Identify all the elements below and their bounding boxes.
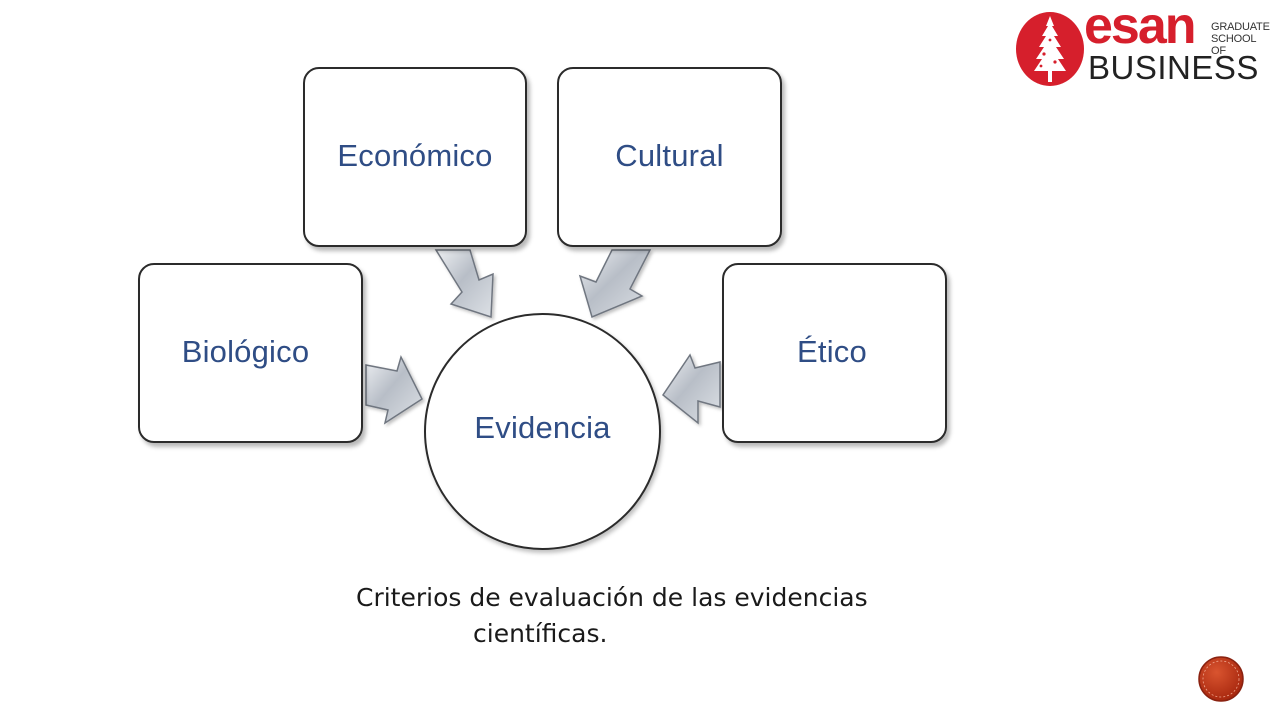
node-label-economico: Económico	[337, 138, 493, 173]
node-label-biologico: Biológico	[181, 334, 310, 369]
arrow-economico	[434, 249, 494, 319]
arrow-biologico	[365, 354, 423, 425]
center-node-label: Evidencia	[474, 409, 611, 445]
caption-line-1: Criterios de evaluación de las evidencia…	[356, 583, 868, 612]
node-biologico: Biológico	[138, 263, 363, 443]
arrow-etico	[661, 353, 721, 425]
tree-emblem-icon	[1016, 12, 1084, 86]
logo-tagline-line-2: SCHOOL OF	[1211, 33, 1256, 57]
logo-tagline: GRADUATE SCHOOL OF	[1211, 21, 1272, 57]
node-label-cultural: Cultural	[615, 138, 724, 173]
slide-badge-icon	[1198, 656, 1244, 702]
logo-tagline-line-1: GRADUATE	[1211, 21, 1270, 33]
center-node-evidencia: Evidencia	[424, 313, 661, 550]
arrow-cultural	[578, 249, 652, 319]
caption-line-2: científicas.	[473, 619, 608, 648]
diagram-caption: Criterios de evaluación de las evidencia…	[340, 580, 900, 652]
node-economico: Económico	[303, 67, 527, 247]
node-cultural: Cultural	[557, 67, 782, 247]
logo-wordmark: esan	[1084, 0, 1197, 55]
esan-logo: esan GRADUATE SCHOOL OF BUSINESS	[1008, 0, 1272, 92]
node-etico: Ético	[722, 263, 947, 443]
logo-subtitle: BUSINESS	[1088, 49, 1259, 86]
node-label-etico: Ético	[797, 334, 867, 369]
